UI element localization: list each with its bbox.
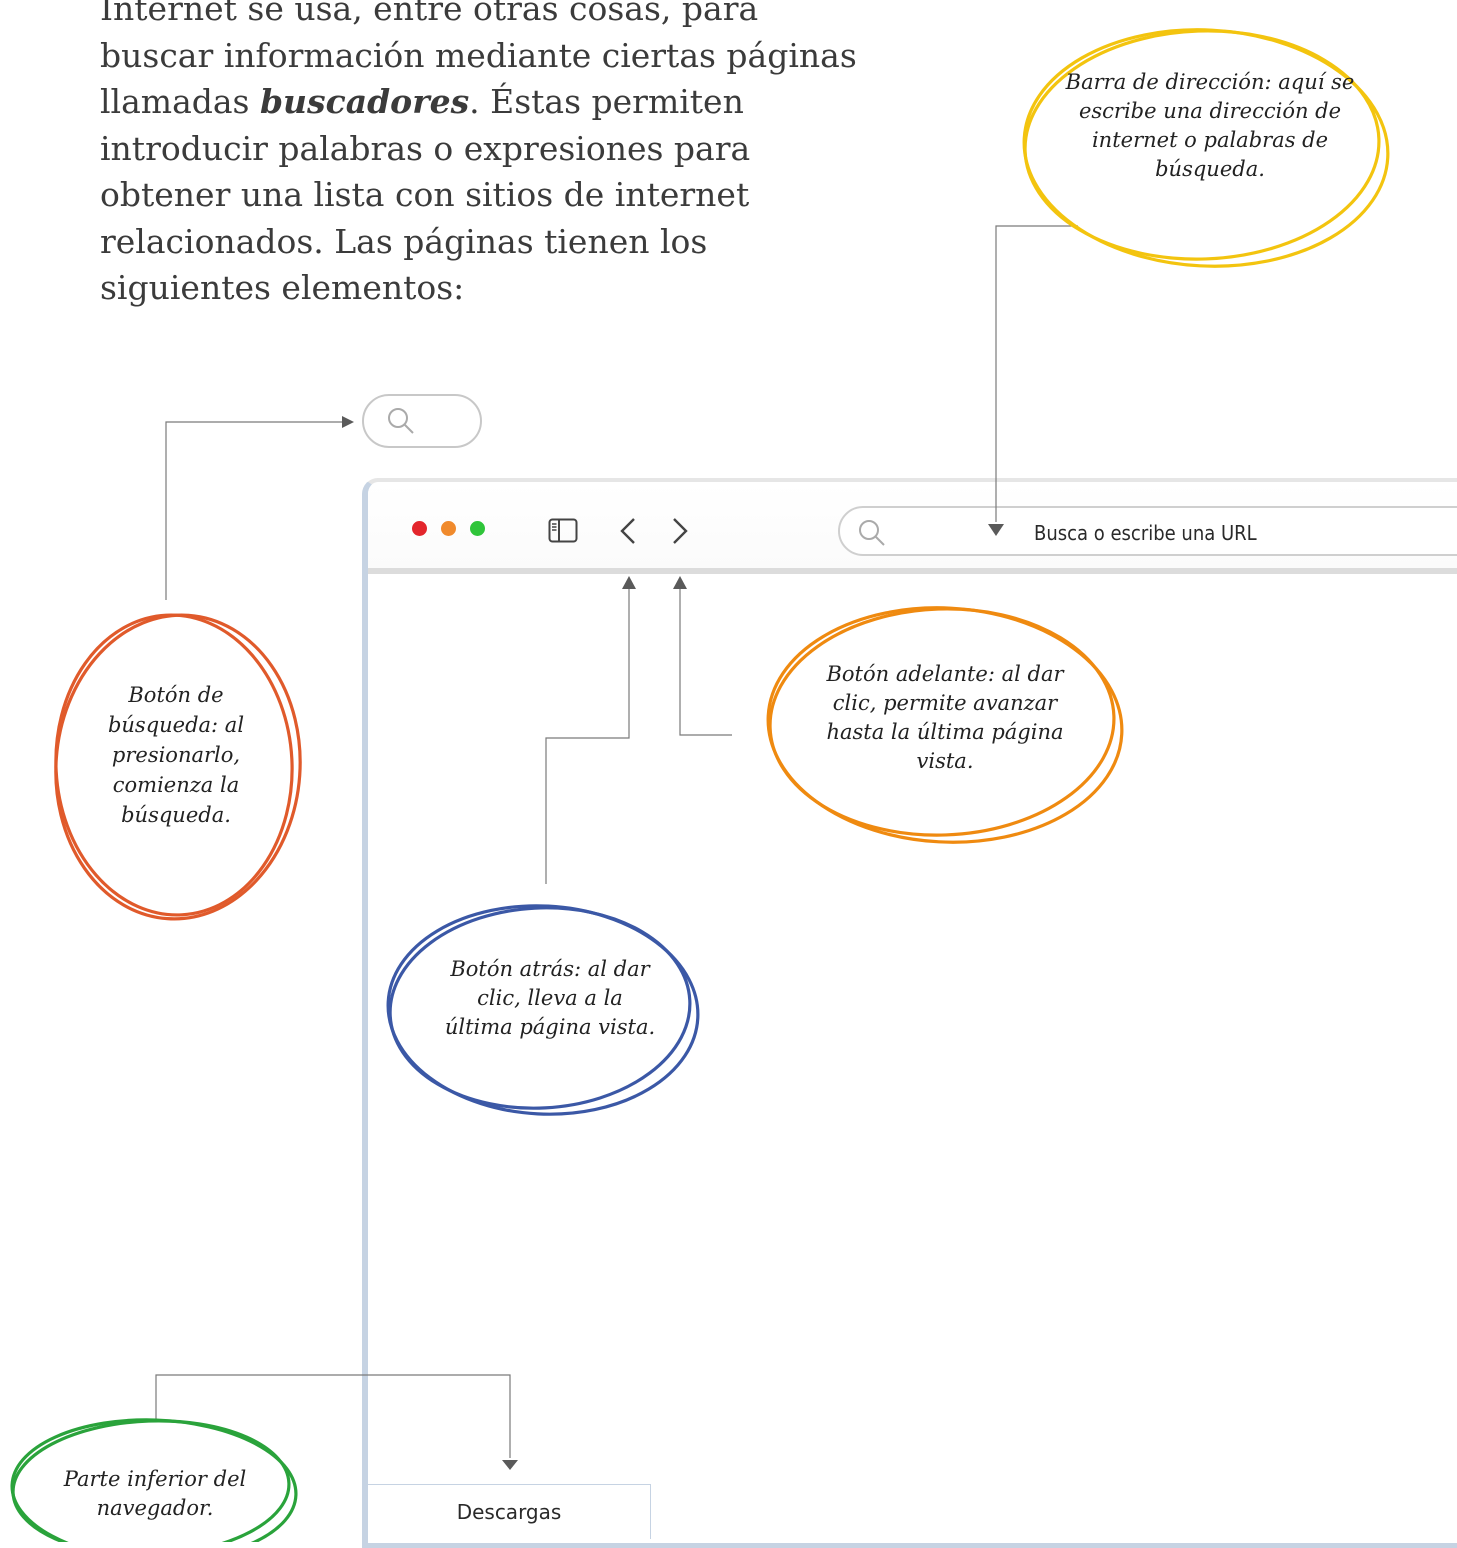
address-arrowhead	[988, 524, 1004, 536]
bottom-callout-ellipse	[10, 1418, 298, 1542]
search-icon	[388, 408, 414, 434]
search-callout-ellipse	[54, 613, 302, 921]
downloads-tab[interactable]: Descargas	[367, 1484, 651, 1539]
intro-text-start: Internet se usa, entre otras cosas, para…	[100, 0, 857, 121]
forward-connector-line	[679, 586, 732, 736]
intro-text-end: . Éstas permiten introducir palabras o e…	[100, 82, 751, 307]
downloads-label: Descargas	[456, 1500, 562, 1524]
forward-button[interactable]	[664, 515, 694, 547]
maximize-window-dot[interactable]	[470, 521, 485, 536]
search-icon	[859, 520, 885, 546]
address-placeholder: Busca o escribe una URL	[1034, 521, 1257, 545]
bottom-arrowhead	[502, 1460, 518, 1470]
sidebar-toggle-icon[interactable]	[548, 518, 578, 543]
close-window-dot[interactable]	[412, 521, 427, 536]
back-callout-ellipse	[386, 904, 700, 1116]
back-arrowhead	[622, 576, 636, 589]
search-connector-line	[165, 421, 342, 600]
address-connector-line	[995, 225, 1078, 522]
bottom-bar-callout: Parte inferior del navegador.	[63, 1467, 247, 1520]
forward-button-callout: Botón adelante: al dar clic, permite ava…	[826, 662, 1064, 773]
address-bar[interactable]	[838, 506, 1457, 556]
forward-arrowhead	[673, 576, 687, 589]
search-button-callout: Botón de búsqueda: al presionarlo, comie…	[107, 683, 245, 827]
address-bar-callout: Barra de dirección: aquí se escribe una …	[1065, 70, 1355, 181]
bottom-connector-line	[155, 1374, 511, 1458]
search-button[interactable]	[362, 394, 482, 448]
minimize-window-dot[interactable]	[441, 521, 456, 536]
back-connector-line	[545, 586, 630, 884]
intro-emphasis: buscadores	[259, 82, 470, 121]
address-callout-ellipse	[1022, 28, 1390, 268]
search-arrowhead	[342, 416, 354, 428]
back-button-callout: Botón atrás: al dar clic, lleva a la últ…	[444, 957, 656, 1039]
back-button[interactable]	[614, 515, 644, 547]
intro-paragraph: Internet se usa, entre otras cosas, para…	[100, 0, 860, 312]
forward-callout-ellipse	[766, 606, 1124, 844]
